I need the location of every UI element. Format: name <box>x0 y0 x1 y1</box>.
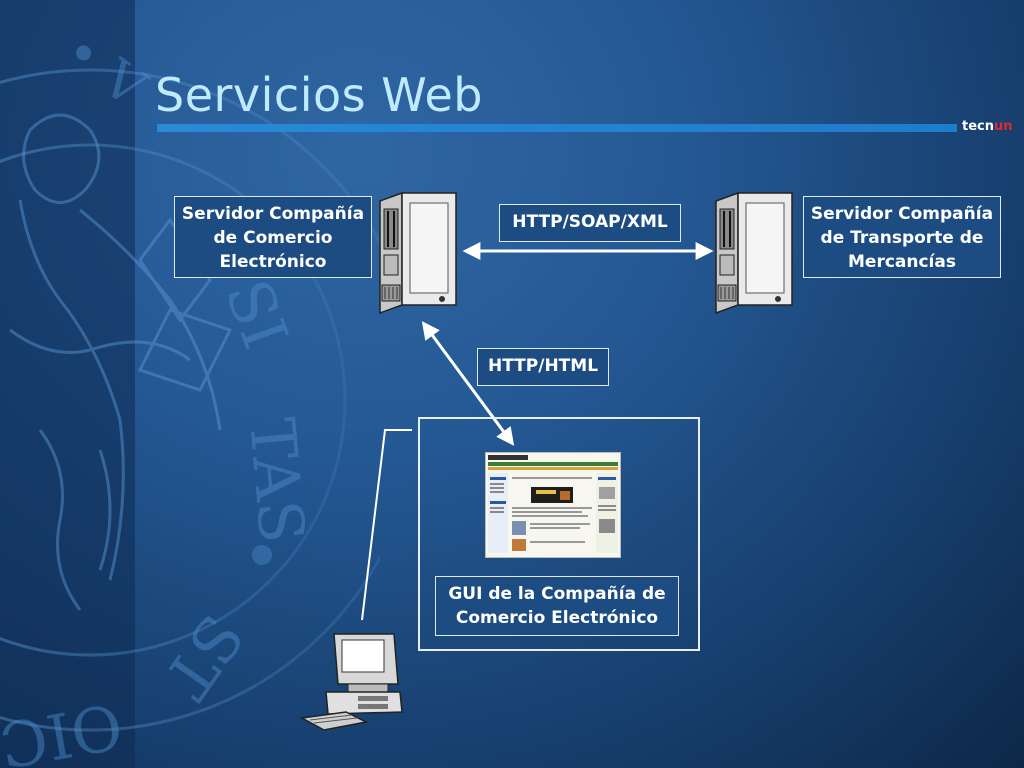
desktop-computer-icon <box>299 633 403 731</box>
web-page-thumbnail <box>485 452 621 558</box>
html-arrow <box>421 321 515 446</box>
ecommerce-server-icon <box>379 191 457 315</box>
transport-server-icon <box>715 191 793 315</box>
gui-frame <box>418 417 700 651</box>
soap-protocol-label: HTTP/SOAP/XML <box>499 204 681 242</box>
university-seal-watermark: SI TAS ST OIC • V <box>0 0 380 768</box>
slide-title: Servicios Web <box>155 68 484 122</box>
tecnun-logo: tecnun <box>962 119 1013 134</box>
svg-text:TAS: TAS <box>235 415 319 546</box>
title-underline <box>157 124 957 132</box>
monitor-to-frame-line <box>361 429 412 621</box>
ecommerce-server-label: Servidor Compañía de Comercio Electrónic… <box>174 196 372 278</box>
html-protocol-label: HTTP/HTML <box>477 348 609 386</box>
gui-label: GUI de la Compañía de Comercio Electróni… <box>435 576 679 636</box>
transport-server-label: Servidor Compañía de Transporte de Merca… <box>803 196 1001 278</box>
